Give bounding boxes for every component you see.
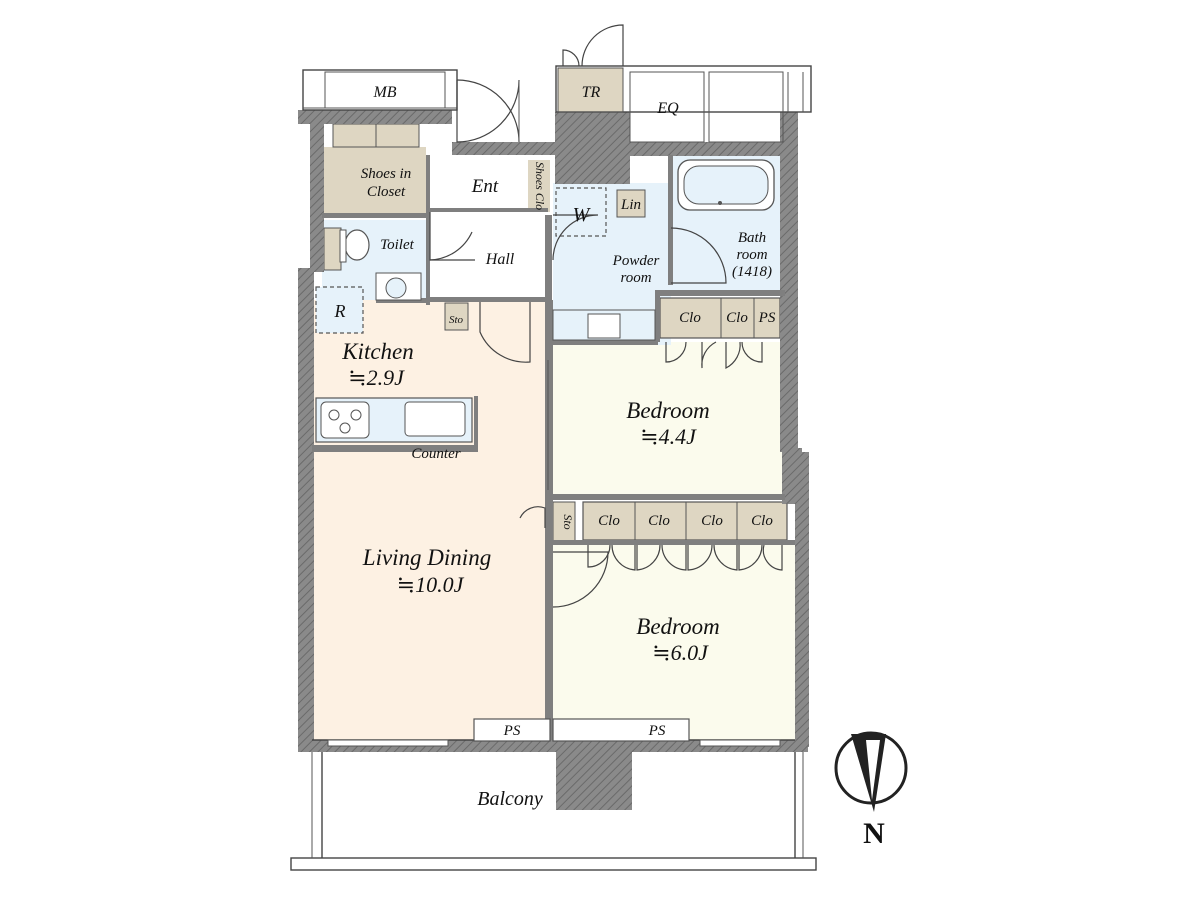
compass-north-label: N <box>863 817 885 850</box>
clo-row-top <box>659 297 781 339</box>
bedroom-lower-label: Bedroom <box>636 614 719 639</box>
ps-top-label: PS <box>758 310 776 326</box>
clo-1-label: Clo <box>598 513 620 529</box>
bedroom-upper-label: Bedroom <box>626 398 709 423</box>
hall-label: Hall <box>485 251 515 268</box>
sto-hall-label: Sto <box>449 314 464 326</box>
entrance-label: Ent <box>471 176 499 197</box>
clo-3-label: Clo <box>701 513 723 529</box>
balcony-label: Balcony <box>477 788 543 810</box>
washer-label: W <box>573 204 592 226</box>
bedroom-upper-area-label: ≒4.4J <box>640 424 697 449</box>
tr-floor <box>558 68 623 113</box>
shoes-closet-label-1: Shoes in <box>361 166 411 182</box>
bedroom-lower-floor <box>553 545 795 740</box>
bath-room-label-3: (1418) <box>732 264 772 280</box>
tr-label: TR <box>582 84 601 101</box>
ps-right-label: PS <box>648 723 666 739</box>
fridge-label: R <box>334 301 346 321</box>
shoes-clo-label: Shoes Clo <box>533 162 547 210</box>
fridge-floor <box>316 287 363 333</box>
sto-hall-floor <box>444 302 469 331</box>
linen-floor <box>616 189 646 218</box>
eq-label: EQ <box>656 100 679 117</box>
living-dining-area-label: ≒10.0J <box>397 572 465 597</box>
bedroom-lower-area-label: ≒6.0J <box>652 640 709 665</box>
clo-2-label: Clo <box>648 513 670 529</box>
bedroom-upper-floor <box>553 342 782 494</box>
ps-left-label: PS <box>503 723 521 739</box>
linen-label: Lin <box>620 197 641 213</box>
powder-room-label-1: Powder <box>612 253 660 269</box>
kitchen-area-label: ≒2.9J <box>348 365 405 390</box>
shoes-closet-floor <box>322 147 426 213</box>
compass-icon <box>834 731 908 812</box>
bath-room-label-1: Bath <box>738 230 766 246</box>
bath-room-label-2: room <box>736 247 767 263</box>
clo-b-label: Clo <box>726 310 748 326</box>
kitchen-label: Kitchen <box>341 339 414 364</box>
living-dining-floor <box>312 300 545 740</box>
clo-a-label: Clo <box>679 310 701 326</box>
sto-bed-label: Sto <box>561 514 575 529</box>
shoes-clo-floor <box>528 160 550 212</box>
mb-label: MB <box>372 84 396 101</box>
toilet-label: Toilet <box>380 237 414 253</box>
powder-room-label-2: room <box>620 270 651 286</box>
clo-4-label: Clo <box>751 513 773 529</box>
toilet-shelf <box>323 227 342 271</box>
shoes-closet-label-2: Closet <box>367 184 406 200</box>
living-dining-label: Living Dining <box>362 545 491 570</box>
counter-label: Counter <box>411 446 460 462</box>
